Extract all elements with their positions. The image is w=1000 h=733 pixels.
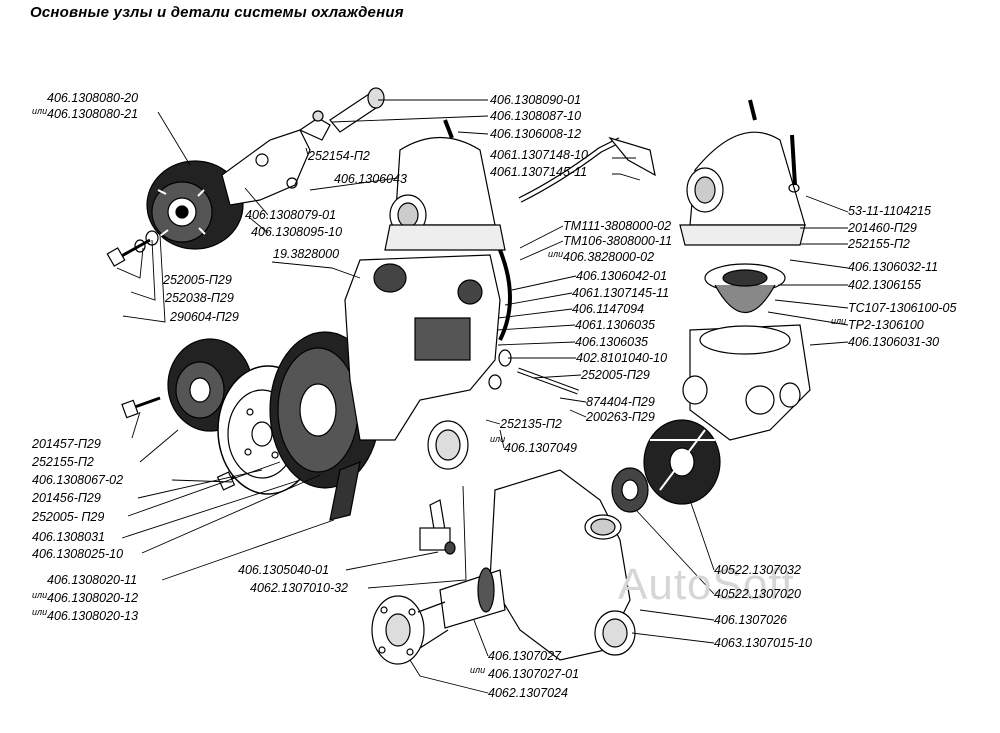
part-label: 406.1306035 [575, 335, 648, 349]
or-label: или [32, 106, 48, 116]
diagram-title: Основные узлы и детали системы охлаждени… [30, 4, 404, 21]
part-label: ТС107-1306100-05 [848, 301, 957, 315]
part-label: 4061.1306035 [575, 318, 655, 332]
part-label: 4062.1307024 [488, 686, 568, 700]
part-label: 406.1308031 [32, 530, 105, 544]
part-label: ТР2-1306100 [848, 318, 924, 332]
part-label: 40522.1307032 [714, 563, 801, 577]
thermostat-drawing [704, 263, 786, 313]
thermostat-cover-drawing [679, 99, 806, 246]
part-label: 406.1306043 [334, 172, 407, 186]
part-label: 406.3828000-02 [563, 250, 655, 264]
part-label: 290604-П29 [170, 310, 239, 324]
pump-body-drawing [439, 469, 636, 661]
watermark: AutoSoft [618, 560, 795, 609]
main-housing-drawing [344, 119, 656, 470]
part-label: 406.1308020-11 [47, 573, 138, 587]
part-label: 406.1308080-21 [47, 107, 139, 121]
part-label: 406.1308067-02 [32, 473, 124, 487]
or-label: или [32, 590, 48, 600]
hub-flange-drawing [371, 595, 449, 665]
part-label: 406.1308020-12 [47, 591, 139, 605]
part-label: 406.1305040-01 [238, 563, 330, 577]
part-label: ТМ106-3808000-11 [563, 234, 673, 248]
part-label: 406.1308095-10 [251, 225, 343, 239]
part-label: 406.1308025-10 [32, 547, 124, 561]
part-label: 406.1308020-13 [47, 609, 139, 623]
part-label: 200263-П29 [586, 410, 655, 424]
part-label: 53-11-1104215 [848, 204, 931, 218]
or-label: или [32, 607, 48, 617]
or-label: или [548, 249, 564, 259]
or-label: или [470, 665, 486, 675]
thermostat-housing-drawing [682, 324, 811, 441]
part-label: 252005-П29 [163, 273, 232, 287]
or-label: или [490, 434, 506, 444]
part-label: 252155-П2 [32, 455, 94, 469]
part-label: 406.1308080-20 [47, 91, 139, 105]
part-label: 4061.1307145-11 [572, 286, 670, 300]
part-label: 252005- П29 [32, 510, 105, 524]
long-bolt-drawing [488, 349, 579, 395]
part-label: 19.3828000 [273, 247, 340, 261]
part-label: 252155-П2 [848, 237, 910, 251]
part-label: 406.1308087-10 [490, 109, 582, 123]
part-label: 406.1306008-12 [490, 127, 582, 141]
tensioner-bracket-drawing [221, 87, 385, 206]
leader-lines [116, 99, 849, 694]
part-label: 402.8101040-10 [576, 351, 668, 365]
part-label: 4061.1307145-11 [490, 165, 588, 179]
part-label: 4061.1307148-10 [490, 148, 589, 162]
part-label: 406.1306032-11 [848, 260, 939, 274]
part-label: 406.1307027 [488, 649, 561, 663]
part-label: 252135-П2 [500, 417, 562, 431]
upper-idler-pulley-drawing [146, 160, 244, 250]
part-label: 406.1307026 [714, 613, 787, 627]
part-label: 402.1306155 [848, 278, 921, 292]
temperature-sensor-drawing [419, 499, 456, 555]
part-label: 4063.1307015-10 [714, 636, 813, 650]
part-label: 406.1306031-30 [848, 335, 940, 349]
part-label: 4062.1307010-32 [250, 581, 349, 595]
part-label: 406.1147094 [572, 302, 645, 316]
part-label: 406.1307027-01 [488, 667, 580, 681]
part-label: 406.1308079-01 [245, 208, 337, 222]
part-label: 201460-П29 [848, 221, 917, 235]
part-label: 406.1308090-01 [490, 93, 582, 107]
or-label: или [831, 316, 847, 326]
seal-drawing [611, 467, 649, 513]
part-label: 252154-П2 [308, 149, 370, 163]
part-label: 252005-П29 [581, 368, 650, 382]
part-label: 874404-П29 [586, 395, 655, 409]
part-label: 201456-П29 [32, 491, 101, 505]
part-label: 201457-П29 [32, 437, 101, 451]
impeller-drawing [643, 419, 721, 505]
part-label: ТМ111-3808000-02 [563, 219, 672, 233]
part-label: 40522.1307020 [714, 587, 801, 601]
part-label: 252038-П29 [165, 291, 234, 305]
part-label: 406.1307049 [504, 441, 577, 455]
part-label: 406.1306042-01 [576, 269, 668, 283]
